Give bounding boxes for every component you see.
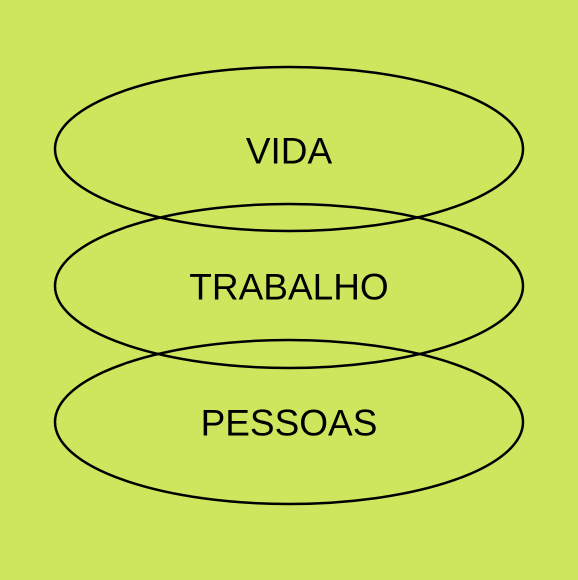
layer-vida: VIDA <box>53 65 525 233</box>
label-vida: VIDA <box>246 131 333 172</box>
label-trabalho: TRABALHO <box>189 267 388 308</box>
ellipse-pessoas <box>53 338 525 506</box>
label-pessoas: PESSOAS <box>201 403 378 444</box>
layer-trabalho: TRABALHO <box>53 202 525 370</box>
ellipse-vida <box>53 65 525 233</box>
layer-pessoas: PESSOAS <box>53 338 525 506</box>
ellipse-trabalho <box>53 202 525 370</box>
